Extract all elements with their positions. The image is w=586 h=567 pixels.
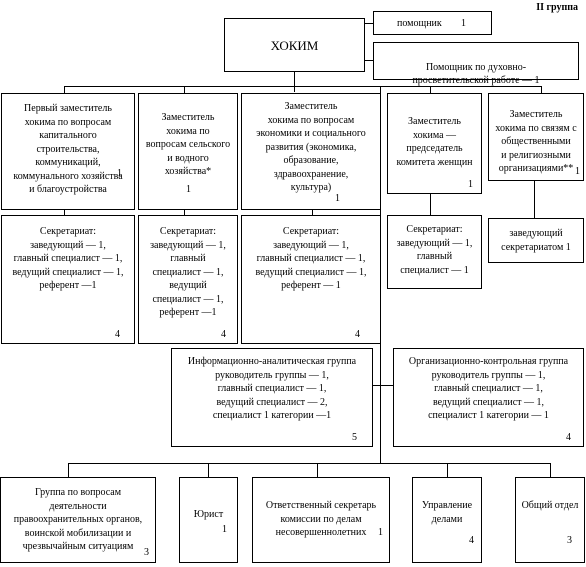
deputy-count: 1	[335, 193, 340, 204]
secretariat-box: Секретариат: заведующий — 1, главный спе…	[387, 215, 482, 289]
deputy-label: Заместитель хокима по связям с обществен…	[495, 109, 577, 174]
khokim-box: ХОКИМ	[224, 18, 365, 72]
bottom-box-label: Группа по вопросам деятельности правоохр…	[13, 487, 143, 552]
secretariat-label: Секретариат: заведующий — 1, главный спе…	[150, 226, 226, 318]
connector	[373, 385, 393, 386]
secretariat-label: Секретариат: заведующий — 1, главный спе…	[255, 226, 367, 291]
secretariat-count: 4	[115, 329, 120, 340]
deputy-count: 1	[575, 166, 580, 177]
bottom-box-count: 1	[222, 524, 227, 535]
deputy-count: 1	[186, 184, 191, 195]
connector	[294, 71, 295, 92]
bottom-box-count: 3	[567, 535, 572, 546]
deputy-box: Заместитель хокима по вопросам экономики…	[241, 93, 381, 210]
bottom-box: Ответственный секретарь комиссии по дела…	[252, 477, 390, 563]
group-box-label: Информационно-аналитическая группа руков…	[187, 356, 357, 421]
bottom-box-label: Общий отдел	[521, 500, 579, 511]
connector	[64, 210, 65, 215]
bottom-box-label: Управление делами	[421, 500, 473, 525]
group-box-label: Организационно-контрольная группа руково…	[408, 356, 569, 421]
deputy-count: 1	[468, 179, 473, 190]
group-label: II группа	[536, 2, 578, 13]
secretariat-box: Секретариат: заведующий — 1, главный спе…	[138, 215, 238, 344]
secretariat-box: заведующий секретариатом 1	[488, 218, 584, 263]
deputy-label: Первый заместитель хокима по вопросам ка…	[13, 103, 123, 195]
bottom-box-label: Юрист	[193, 509, 224, 520]
connector	[447, 463, 448, 477]
connector	[534, 181, 535, 218]
bottom-box: Юрист 1	[179, 477, 238, 563]
connector	[317, 463, 318, 477]
connector	[208, 463, 209, 477]
bottom-box: Общий отдел 3	[515, 477, 585, 563]
deputy-box: Заместитель хокима — председатель комите…	[387, 93, 482, 194]
secretariat-label: Секретариат: заведующий — 1, главный спе…	[396, 224, 473, 276]
secretariat-label: заведующий секретариатом 1	[501, 228, 571, 253]
connector	[68, 463, 69, 477]
secretariat-label: Секретариат: заведующий — 1, главный спе…	[12, 226, 124, 291]
secretariat-box: Секретариат: заведующий — 1, главный спе…	[1, 215, 135, 344]
spiritual-assistant-box: Помощник по духовно- просветительской ра…	[373, 42, 579, 86]
group-box-count: 5	[352, 432, 357, 443]
bottom-box: Управление делами 4	[412, 477, 482, 563]
connector	[430, 194, 431, 215]
group-box: Организационно-контрольная группа руково…	[393, 348, 584, 447]
deputy-label: Заместитель хокима — председатель комите…	[396, 116, 473, 168]
spiritual-assistant-label: Помощник по духовно- просветительской ра…	[412, 61, 540, 87]
deputy-count: 1	[117, 168, 122, 179]
group-box: Информационно-аналитическая группа руков…	[171, 348, 373, 447]
connector	[550, 463, 551, 477]
group-box-count: 4	[566, 432, 571, 443]
connector	[64, 86, 542, 87]
connector	[364, 23, 374, 24]
khokim-label: ХОКИМ	[270, 38, 319, 53]
bottom-box-count: 3	[144, 547, 149, 558]
assistant-box: помощник 1	[373, 11, 492, 35]
connector	[430, 86, 431, 93]
deputy-box: Заместитель хокима по связям с обществен…	[488, 93, 584, 181]
bottom-box-count: 1	[378, 527, 383, 538]
deputy-box: Заместитель хокима по вопросам сельского…	[138, 93, 238, 210]
secretariat-count: 4	[355, 329, 360, 340]
bottom-box: Группа по вопросам деятельности правоохр…	[0, 477, 156, 563]
connector	[312, 210, 313, 215]
assistant-count: 1	[461, 18, 466, 29]
deputy-label: Заместитель хокима по вопросам сельского…	[145, 112, 231, 177]
connector	[541, 86, 542, 93]
connector	[364, 60, 374, 61]
connector	[184, 210, 185, 215]
secretariat-box: Секретариат: заведующий — 1, главный спе…	[241, 215, 381, 344]
connector	[68, 463, 551, 464]
assistant-label: помощник	[397, 18, 442, 29]
bottom-box-count: 4	[469, 535, 474, 546]
secretariat-count: 4	[221, 329, 226, 340]
connector	[64, 86, 65, 93]
connector	[184, 86, 185, 93]
deputy-box: Первый заместитель хокима по вопросам ка…	[1, 93, 135, 210]
bottom-box-label: Ответственный секретарь комиссии по дела…	[265, 500, 377, 538]
deputy-label: Заместитель хокима по вопросам экономики…	[256, 101, 366, 193]
